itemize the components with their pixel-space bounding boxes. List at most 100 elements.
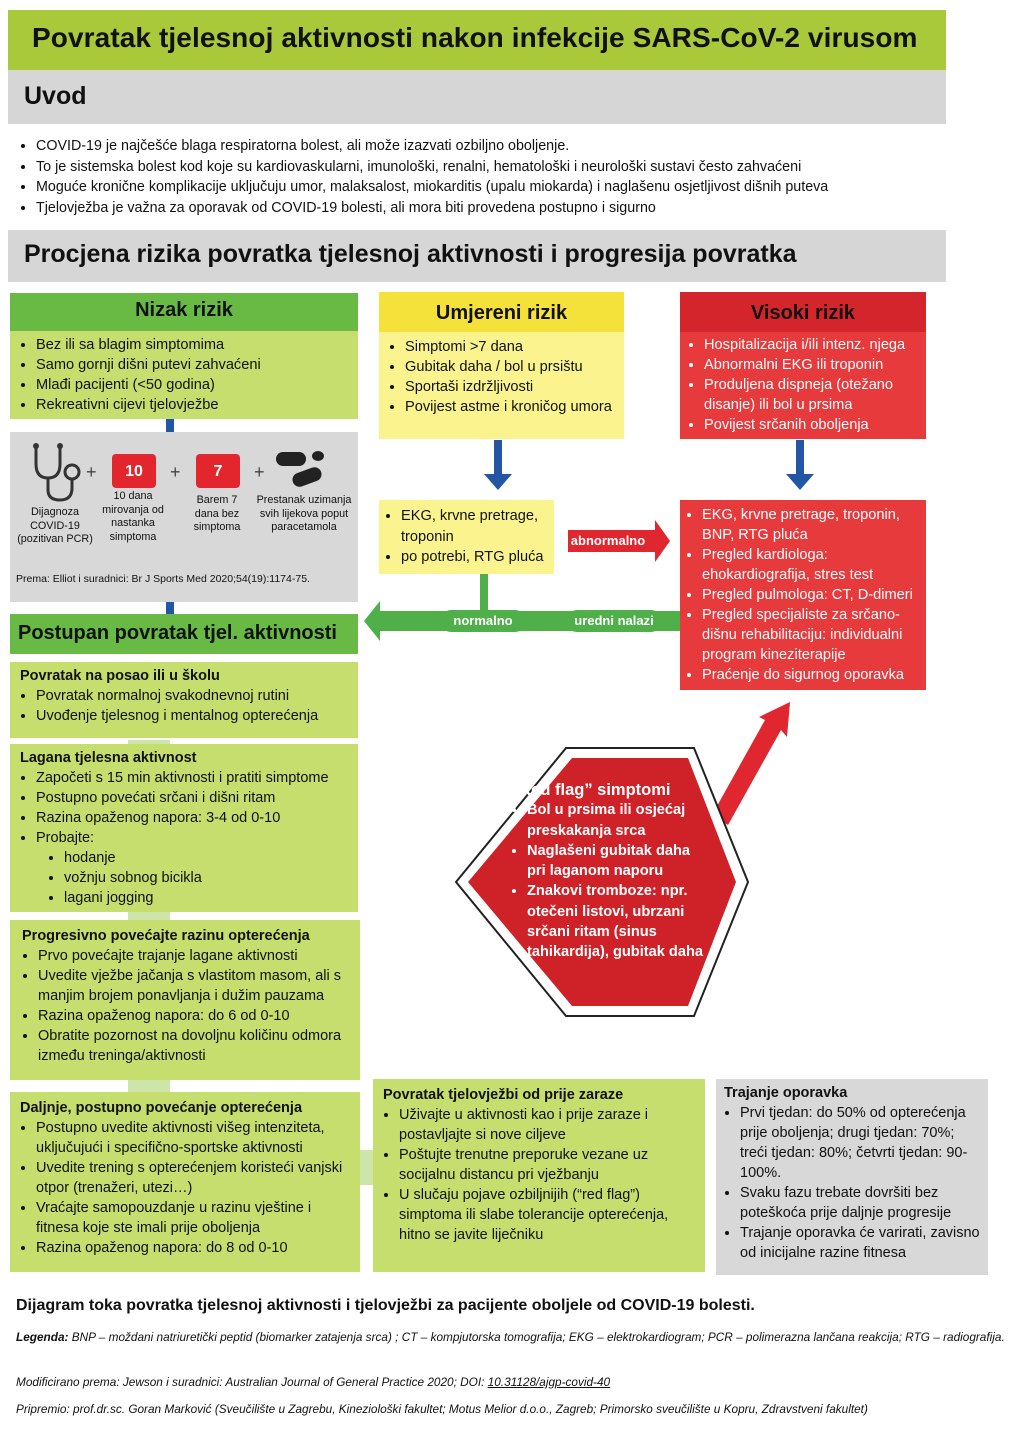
legend-label: Legenda:: [16, 1330, 69, 1344]
intro-list: COVID-19 je najčešće blaga respiratorna …: [20, 136, 950, 218]
normalno-label: normalno: [440, 610, 526, 632]
umjereni-test-item: EKG, krvne pretrage, troponin: [401, 506, 550, 547]
daljnje-item: Razina opaženog napora: do 8 od 0-10: [36, 1238, 356, 1258]
nizak-list: Bez ili sa blagim simptomima Samo gornji…: [10, 331, 358, 419]
visoki-item: Produljena dispneja (otežano disanje) il…: [704, 375, 922, 415]
postupan-heading: Postupan povratak tjel. aktivnosti: [10, 614, 358, 654]
plus-icon: +: [254, 462, 265, 482]
povratak-tj-item: U slučaju pojave ozbiljnijih (“red flag”…: [399, 1185, 701, 1245]
trajanje-box: Trajanje oporavka Prvi tjedan: do 50% od…: [716, 1079, 988, 1275]
umjereni-item: Sportaši izdržljivosti: [405, 377, 624, 397]
plus-icon: +: [86, 462, 97, 482]
redflag-hexagon: [468, 758, 736, 1006]
stethoscope-icon: [33, 443, 81, 502]
visoki-test-item: Praćenje do sigurnog oporavka: [702, 665, 922, 685]
povratak-tj-heading: Povratak tjelovježbi od prije zaraze: [383, 1087, 624, 1103]
prepared-by: Pripremio: prof.dr.sc. Goran Marković (S…: [16, 1402, 868, 1416]
modified-text: Modificirano prema: Jewson i suradnici: …: [16, 1375, 488, 1389]
redflag-item: Bol u prsima ili osjećaj preskakanja src…: [527, 800, 711, 841]
redflag-item: Znakovi tromboze: npr. otečeni listovi, …: [527, 881, 711, 962]
visoki-test-item: Pregled kardiologa: ehokardiografija, st…: [702, 545, 922, 585]
umjereni-item: Gubitak daha / bol u prsištu: [405, 357, 624, 377]
povratak-tj-item: Poštujte trenutne preporuke vezane uz so…: [399, 1145, 701, 1185]
nizak-item: Mlađi pacijenti (<50 godina): [36, 375, 358, 395]
progresivno-box: Progresivno povećajte razinu opterećenja…: [10, 920, 360, 1080]
visoki-test-item: Pregled pulmologa: CT, D-dimeri: [702, 585, 922, 605]
posao-box: Povratak na posao ili u školu Povratak n…: [10, 662, 358, 738]
daljnje-item: Postupno uvedite aktivnosti višeg intenz…: [36, 1118, 356, 1158]
trajanje-item: Svaku fazu trebate dovršiti bez poteškoć…: [740, 1183, 984, 1223]
stethoscope-label: Dijagnoza COVID-19 (pozitivan PCR): [17, 506, 93, 546]
intro-item: Moguće kronične komplikacije uključuju u…: [36, 177, 950, 198]
intro-item: Tjelovježba je važna za oporavak od COVI…: [36, 198, 950, 219]
lagana-sub-item: hodanje: [64, 848, 352, 868]
uvod-bar: Uvod: [8, 70, 946, 124]
plus-icon: +: [170, 462, 181, 482]
trajanje-item: Prvi tjedan: do 50% od opterećenja prije…: [740, 1103, 984, 1183]
povratak-tj-box: Povratak tjelovježbi od prije zaraze Uži…: [373, 1079, 705, 1272]
umjereni-test-item: po potrebi, RTG pluća: [401, 547, 550, 568]
modified-from: Modificirano prema: Jewson i suradnici: …: [16, 1375, 1006, 1389]
progresivno-item: Uvedite vježbe jačanja s vlastitom masom…: [38, 966, 356, 1006]
visoki-heading: Visoki rizik: [680, 292, 926, 332]
progresivno-item: Prvo povećajte trajanje lagane aktivnost…: [38, 946, 356, 966]
page-title: Povratak tjelesnoj aktivnosti nakon infe…: [32, 22, 918, 53]
lagana-sub-item: vožnju sobnog bicikla: [64, 868, 352, 888]
visoki-item: Abnormalni EKG ili troponin: [704, 355, 922, 375]
nizak-connector-top: [166, 419, 174, 433]
procjena-bar: Procjena rizika povratka tjelesnoj aktiv…: [8, 230, 946, 282]
umjereni-tests: EKG, krvne pretrage, troponin po potrebi…: [379, 500, 554, 574]
calendar-icon: 10: [112, 454, 156, 488]
abnormalno-label: abnormalno: [570, 533, 646, 548]
lagana-sub-item: lagani jogging: [64, 888, 352, 908]
lagana-item: Probajte:: [36, 828, 352, 848]
daljnje-box: Daljnje, postupno povećanje opterećenja …: [10, 1092, 360, 1272]
redflag-content: “Red flag” simptomi Bol u prsima ili osj…: [511, 780, 711, 963]
progresivno-item: Obratite pozornost na dovoljnu količinu …: [38, 1026, 356, 1066]
doi-link[interactable]: 10.31128/ajgp-covid-40: [487, 1375, 611, 1389]
visoki-item: Povijest srčanih oboljenja: [704, 415, 922, 435]
lagana-item: Razina opaženog napora: 3-4 od 0-10: [36, 808, 352, 828]
lagana-heading: Lagana tjelesna aktivnost: [20, 750, 197, 766]
redflag-heading: “Red flag” simptomi: [511, 781, 671, 799]
intro-item: COVID-19 je najčešće blaga respiratorna …: [36, 136, 950, 157]
legend-text: BNP – moždani natriuretički peptid (biom…: [68, 1330, 1005, 1344]
daljnje-item: Uvedite trening s opterećenjem koristeći…: [36, 1158, 356, 1198]
criteria-box: + 10 + 7 + Dijagnoza COVID-19 (pozitivan…: [10, 432, 358, 602]
daljnje-heading: Daljnje, postupno povećanje opterećenja: [20, 1100, 303, 1116]
cal2-label: Barem 7 dana bez simptoma: [193, 494, 241, 534]
lagana-box: Lagana tjelesna aktivnost Započeti s 15 …: [10, 744, 358, 912]
progresivno-item: Razina opaženog napora: do 6 od 0-10: [38, 1006, 356, 1026]
trajanje-item: Trajanje oporavka će varirati, zavisno o…: [740, 1223, 984, 1263]
procjena-heading: Procjena rizika povratka tjelesnoj aktiv…: [24, 240, 797, 268]
criteria-reference: Prema: Elliot i suradnici: Br J Sports M…: [16, 573, 310, 585]
visoki-test-item: EKG, krvne pretrage, troponin, BNP, RTG …: [702, 505, 922, 545]
diagram-caption: Dijagram toka povratka tjelesnoj aktivno…: [16, 1297, 755, 1314]
nizak-heading: Nizak rizik: [10, 293, 358, 331]
daljnje-item: Vraćajte samopouzdanje u razinu vještine…: [36, 1198, 356, 1238]
visoki-down-arrow: [786, 440, 814, 490]
nizak-item: Samo gornji dišni putevi zahvaćeni: [36, 355, 358, 375]
visoki-tests: EKG, krvne pretrage, troponin, BNP, RTG …: [680, 500, 926, 690]
uredni-label: uredni nalazi: [566, 610, 662, 632]
posao-item: Uvođenje tjelesnog i mentalnog opterećen…: [36, 706, 352, 726]
normalno-vertical-line: [480, 574, 488, 614]
nizak-item: Bez ili sa blagim simptomima: [36, 335, 358, 355]
visoki-list: Hospitalizacija i/ili intenz. njega Abno…: [680, 332, 926, 439]
umjereni-list: Simptomi >7 dana Gubitak daha / bol u pr…: [379, 332, 624, 439]
progresivno-heading: Progresivno povećajte razinu opterećenja: [22, 928, 310, 944]
posao-item: Povratak normalnoj svakodnevnoj rutini: [36, 686, 352, 706]
visoki-item: Hospitalizacija i/ili intenz. njega: [704, 335, 922, 355]
umjereni-down-arrow: [484, 440, 512, 490]
redflag-item: Naglašeni gubitak daha pri laganom napor…: [527, 841, 711, 882]
visoki-test-item: Pregled specijaliste za srčano-dišnu reh…: [702, 605, 922, 665]
umjereni-item: Povijest astme i kroničog umora: [405, 397, 624, 417]
pills-icon: [276, 451, 324, 487]
redflag-arrow: [712, 702, 790, 825]
uvod-heading: Uvod: [24, 82, 87, 110]
posao-heading: Povratak na posao ili u školu: [20, 668, 220, 684]
pills-label: Prestanak uzimanja svih lijekova poput p…: [256, 494, 352, 534]
calendar-icon: 7: [196, 454, 240, 488]
lagana-item: Započeti s 15 min aktivnosti i pratiti s…: [36, 768, 352, 788]
trajanje-heading: Trajanje oporavka: [724, 1085, 848, 1101]
